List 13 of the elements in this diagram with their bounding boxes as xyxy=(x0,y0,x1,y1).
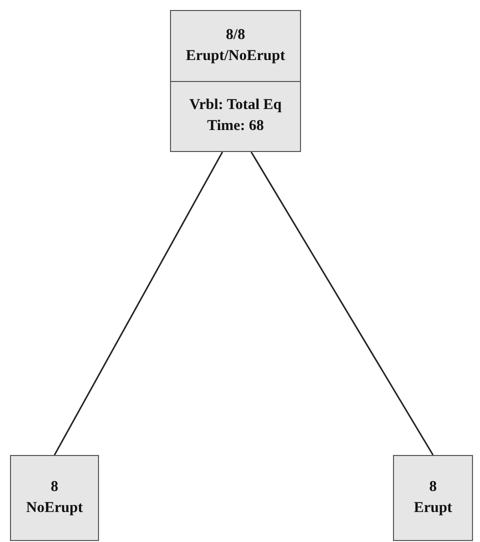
tree-node-box xyxy=(170,10,301,152)
node-text: Erupt xyxy=(414,499,452,518)
node-text: Time: 68 xyxy=(207,117,264,136)
node-text: 8 xyxy=(50,478,58,497)
node-text: 8/8 xyxy=(226,26,246,45)
tree-node-box xyxy=(10,455,99,541)
tree-node-box xyxy=(393,455,473,541)
node-text: NoErupt xyxy=(26,499,83,518)
node-text: Erupt/NoErupt xyxy=(186,46,286,66)
node-text: 8 xyxy=(429,478,437,497)
node-text: Vrbl: Total Eq xyxy=(189,96,282,116)
connector-line xyxy=(250,152,434,456)
connector-line xyxy=(54,152,224,456)
